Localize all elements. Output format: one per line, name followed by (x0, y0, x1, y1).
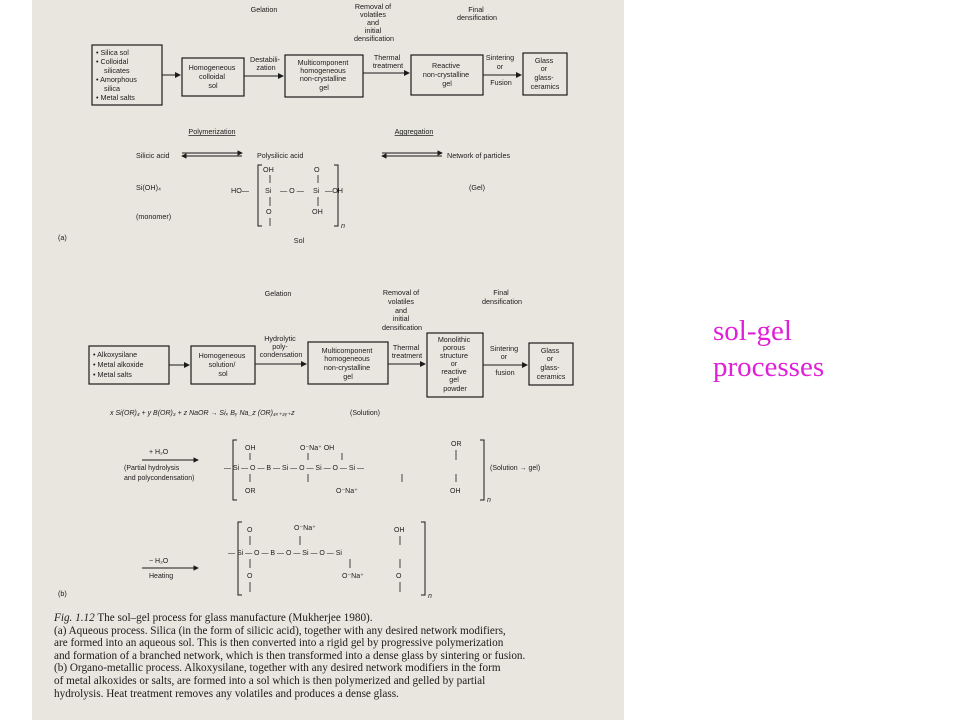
b-struct2-n: n (428, 593, 432, 600)
b-struct2-row: — Si — O — B — O — Si — O — Si (228, 550, 342, 557)
a-label-destabilization: Destabili- zation (250, 55, 282, 72)
b-struct1-n: n (487, 497, 491, 504)
a-struct-o-bridge: — O — (280, 186, 305, 195)
a-sol-label: Sol (294, 236, 305, 245)
b-struct1-ona-bottom: O⁻Na⁺ (336, 488, 358, 495)
b-struct2-o-bottom: O (247, 573, 253, 580)
a-struct-n: n (341, 221, 345, 230)
b-equation: x Si(OR)₄ + y B(OR)₃ + z NaOR → Siₓ Bᵧ N… (109, 410, 295, 417)
slide-title-line: processes (713, 351, 825, 383)
a-struct-oh-right: —OH (325, 186, 343, 195)
a-gel-text: Multicomponent homogeneous non-crystalli… (298, 58, 351, 92)
flowchart-b: Gelation Removal of volatiles and initia… (88, 288, 574, 398)
a-polysilicic-acid: Polysilicic acid (257, 151, 303, 160)
b-sol-text: Homogeneous solution/ sol (199, 351, 248, 378)
chemistry-b: x Si(OR)₄ + y B(OR)₃ + z NaOR → Siₓ Bᵧ N… (109, 410, 540, 600)
b-gel-text: Multicomponent homogeneous non-crystalli… (322, 346, 375, 381)
b-header-gelation: Gelation (265, 289, 292, 298)
b-sol-box (190, 345, 256, 385)
caption-line: and formation of a branched network, whi… (54, 649, 526, 662)
b-header-final: Final densification (482, 288, 522, 306)
panel-label-b: (b) (58, 589, 67, 598)
b-struct2-o-top: O (247, 527, 253, 534)
a-gel-label: (Gel) (469, 183, 485, 192)
a-silicic-acid: Silicic acid (136, 151, 170, 160)
b-struct1-or-top: OR (451, 441, 462, 448)
a-polymerization-label: Polymerization (188, 127, 235, 136)
flowchart-a: Gelation Removal of volatiles and initia… (91, 2, 568, 106)
a-gel-box (284, 54, 364, 98)
a-struct-si2: Si (313, 186, 320, 195)
caption-line: hydrolysis. Heat treatment removes any v… (54, 687, 399, 700)
b-struct2-o-bottom-right: O (396, 573, 402, 580)
figure-caption: Fig. 1.12 The sol–gel process for glass … (54, 612, 620, 700)
a-struct-oh-bottom: OH (312, 207, 323, 216)
a-header-gelation: Gelation (251, 5, 278, 14)
b-partial-hydrolysis: (Partial hydrolysis and polycondensation… (124, 465, 194, 482)
a-struct-oh-top: OH (263, 165, 274, 174)
a-glass-box (522, 52, 568, 96)
caption-line: (b) Organo-metallic process. Alkoxysilan… (54, 662, 501, 675)
a-sioh4: Si(OH)₄ (136, 183, 161, 192)
b-heating: Heating (149, 573, 173, 580)
a-struct-ho: HO— (231, 186, 250, 195)
a-reactive-text: Reactive non-crystalline gel (423, 61, 471, 88)
a-sol-text: Homogeneous colloidal sol (189, 63, 238, 90)
caption-title-line: Fig. 1.12 The sol–gel process for glass … (54, 612, 620, 625)
b-sol-to-gel: (Solution → gel) (490, 465, 540, 472)
b-struct1-oh-bottom: OH (450, 488, 461, 495)
a-sol-box (181, 57, 245, 97)
b-glass-box (528, 342, 574, 386)
a-struct-o-bottom: O (266, 207, 272, 216)
b-struct1-row: — Si — O — B — Si — O — Si — O — Si — (224, 465, 364, 472)
a-struct-o-top: O (314, 165, 320, 174)
a-network-of-particles: Network of particles (447, 151, 511, 160)
b-glass-text: Glass or glass- ceramics (537, 346, 566, 381)
b-struct2-ona-bottom: O⁻Na⁺ (342, 573, 364, 580)
b-struct1-or-bottom: OR (245, 488, 256, 495)
b-struct2-oh-top: OH (394, 527, 405, 534)
caption-figure-number: Fig. 1.12 (54, 612, 95, 624)
slide-title-line: sol-gel (713, 315, 792, 347)
a-header-removal: Removal of volatiles and initial densifi… (354, 2, 394, 43)
a-inputs-text: • Silica sol • Colloidal silicates • Amo… (96, 48, 139, 102)
b-monolithic-text: Monolithic porous structure or reactive … (438, 335, 472, 393)
a-aggregation-label: Aggregation (395, 127, 434, 136)
b-inputs-text: • Alkoxysilane • Metal alkoxide • Metal … (93, 350, 145, 379)
a-glass-text: Glass or glass- ceramics (531, 56, 560, 91)
a-header-final: Final densification (457, 5, 497, 22)
slide-title: sol-gel processes (713, 313, 943, 385)
b-h2o-plus: + H₂O (149, 449, 169, 456)
chemistry-a: Polymerization Aggregation Silicic acid … (136, 127, 511, 245)
b-solution-label: (Solution) (350, 410, 380, 417)
b-struct2-ona-top: O⁻Na⁺ (294, 525, 316, 532)
caption-line: of metal alkoxides or salts, are formed … (54, 674, 486, 687)
b-header-removal: Removal of volatiles and initial densifi… (382, 288, 422, 332)
a-monomer: (monomer) (136, 212, 171, 221)
caption-line: (a) Aqueous process. Silica (in the form… (54, 624, 506, 637)
caption-line: are formed into an aqueous sol. This is … (54, 637, 504, 650)
a-label-thermal: Thermal treatment (373, 53, 403, 70)
b-struct1-oh-top: OH (245, 445, 256, 452)
b-label-hydrolytic: Hydrolytic poly- condensation (260, 334, 303, 359)
caption-title-text: The sol–gel process for glass manufactur… (94, 612, 373, 624)
panel-label-a: (a) (58, 233, 67, 242)
b-label-sintering: Sintering or fusion (490, 344, 520, 377)
b-struct1-ona-top: O⁻Na⁺ OH (300, 445, 334, 452)
scanned-figure: Gelation Removal of volatiles and initia… (32, 0, 624, 720)
b-gel-box (307, 341, 389, 385)
a-label-sintering: Sintering or Fusion (486, 53, 516, 87)
b-h2o-minus: − H₂O (149, 558, 169, 565)
b-label-thermal: Thermal treatment (392, 343, 422, 360)
a-struct-si1: Si (265, 186, 272, 195)
